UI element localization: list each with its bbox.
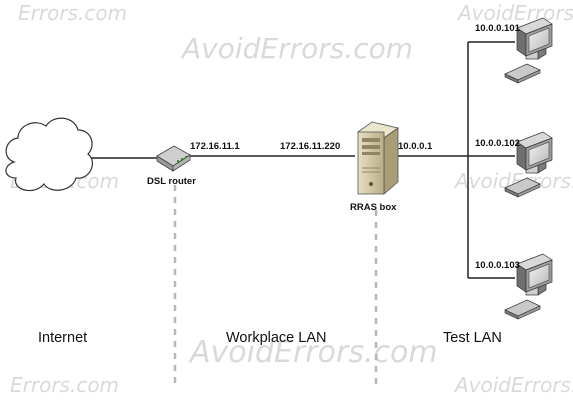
router-ip-label: 172.16.11.1 [190, 141, 240, 152]
watermark-text: AvoidErrors.com [453, 373, 573, 397]
desktop-computer-icon [504, 131, 553, 198]
router-label: DSL router [147, 176, 196, 187]
watermark-text: Errors.com [18, 1, 127, 25]
desktop-computer-icon [504, 17, 553, 84]
watermark-text: AvoidErrors.com [180, 32, 413, 65]
pc3-ip-label: 10.0.0.103 [475, 260, 520, 271]
rras-external-ip-label: 172.16.11.220 [280, 141, 340, 152]
zone-label-workplace-lan: Workplace LAN [226, 330, 326, 346]
rras-internal-ip-label: 10.0.0.1 [398, 141, 433, 152]
watermark-text: Errors.com [10, 373, 119, 397]
watermark-text: AvoidErrors.com [456, 1, 573, 25]
zone-label-internet: Internet [38, 330, 87, 346]
desktop-computer-icon [504, 253, 553, 320]
cloud-icon [5, 117, 93, 192]
rras-box-label: RRAS box [350, 202, 397, 213]
router-icon [156, 145, 191, 172]
server-icon [357, 121, 399, 195]
pc1-ip-label: 10.0.0.101 [475, 23, 521, 34]
pc2-ip-label: 10.0.0.102 [475, 138, 520, 149]
watermark-text: AvoidErrors.com [188, 335, 438, 370]
zone-label-test-lan: Test LAN [443, 330, 502, 346]
